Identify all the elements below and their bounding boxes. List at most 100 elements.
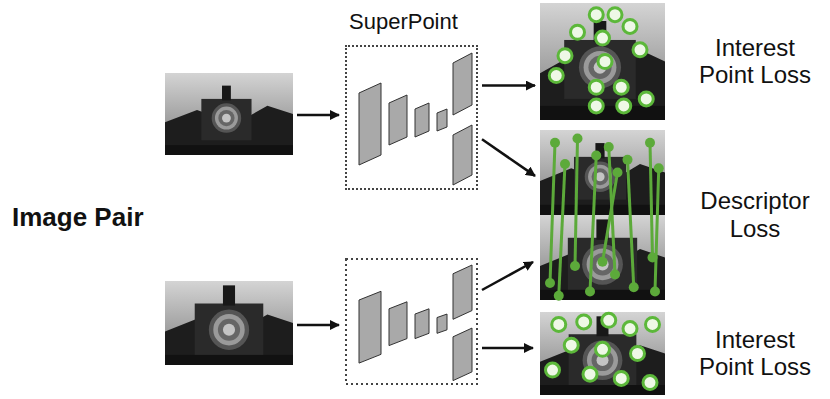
train-body (564, 40, 636, 99)
train-boiler (218, 319, 240, 341)
match-dot (570, 261, 580, 271)
keypoint-dot (596, 31, 610, 45)
train-boiler (584, 51, 617, 84)
match-line (550, 143, 555, 283)
connector-group (482, 86, 535, 176)
network-layer (453, 265, 472, 319)
train-photo (540, 312, 665, 395)
match-dot (591, 151, 601, 161)
keypoint-dot (614, 371, 628, 385)
network-layer (359, 83, 381, 165)
network-layer (415, 103, 429, 137)
keypoint-dot (589, 80, 603, 94)
keypoint-dot (602, 313, 616, 327)
match-line (575, 139, 578, 267)
train-stack (223, 285, 235, 305)
match-dot (560, 159, 570, 169)
match-lines (545, 134, 664, 301)
arrow-line (482, 347, 533, 350)
keypoint-dot (558, 49, 572, 63)
network-layer (437, 109, 447, 131)
match-dot (550, 138, 560, 148)
network-layer (453, 53, 472, 115)
train-boiler (215, 107, 238, 130)
keypoint-dot (571, 25, 585, 39)
train-stack (222, 86, 231, 101)
match-dot (573, 134, 583, 144)
train-body (568, 238, 637, 295)
keypoint-dot (546, 363, 560, 377)
photo-sky (165, 73, 293, 155)
network-layer (389, 95, 407, 145)
network-title: SuperPoint (349, 9, 458, 34)
keypoint-dot (596, 342, 610, 356)
group-label: Image Pair (12, 202, 144, 233)
match-line (603, 173, 618, 262)
keypoint-dot (633, 43, 647, 57)
network-layer (437, 314, 447, 333)
network-box (346, 259, 477, 384)
network-layer (389, 302, 407, 346)
train-boiler (582, 244, 623, 285)
keypoint-dot (608, 8, 622, 22)
train-boiler (213, 314, 244, 345)
arrow-line (482, 262, 533, 290)
network-layer (453, 125, 472, 185)
match-dot (545, 278, 555, 288)
network-layer (359, 291, 381, 363)
match-dot (598, 257, 608, 267)
train-photo (165, 73, 293, 155)
match-dot (623, 155, 633, 165)
photo-sky (165, 281, 293, 365)
keypoint-dot (639, 92, 653, 106)
match-line (590, 156, 596, 292)
match-dot (654, 163, 664, 173)
keypoint-dot (552, 317, 566, 331)
keypoint-dot (589, 99, 603, 113)
match-dot (610, 270, 620, 280)
photo-ground (165, 145, 293, 155)
train-boiler (222, 114, 231, 123)
network-box: SuperPoint (345, 45, 478, 190)
match-dot (650, 287, 660, 297)
arrow-line (297, 114, 339, 117)
train-body (201, 99, 251, 140)
connector-arrow (482, 139, 535, 176)
keypoint-dot (564, 338, 578, 352)
keypoint-dot (646, 317, 660, 331)
match-dot (604, 142, 614, 152)
train-boiler (218, 110, 234, 126)
train-boiler (212, 103, 242, 133)
keypoint-dot (631, 347, 645, 361)
match-line (650, 143, 653, 258)
illustration-group (165, 3, 665, 395)
output-image: Descriptor Loss (540, 130, 665, 300)
keypoint-dot (583, 367, 597, 381)
keypoint-dot (598, 55, 612, 69)
train-boiler (209, 310, 249, 350)
keypoint-dot (623, 19, 637, 33)
train-photo (540, 130, 665, 215)
photo-ground (540, 205, 665, 215)
arrow-line (297, 324, 339, 327)
train-photo (540, 3, 665, 120)
match-dot (645, 138, 655, 148)
photo-sky (540, 3, 665, 120)
photo-ground (165, 355, 293, 365)
network-layer (415, 309, 429, 339)
train-boiler (223, 324, 235, 336)
train-body (574, 157, 626, 200)
keypoint-dot (614, 80, 628, 94)
match-dot (585, 287, 595, 297)
keypoint-dot (549, 69, 563, 83)
match-line (628, 160, 634, 288)
loss-label: Descriptor Loss (688, 187, 822, 242)
keypoint-dot (643, 376, 657, 390)
loss-label: Interest Point Loss (688, 326, 822, 381)
match-dot (613, 168, 623, 178)
match-dot (629, 282, 639, 292)
train-body (195, 304, 264, 360)
connector-arrow (482, 84, 535, 87)
output-image: Interest Point Loss (540, 312, 665, 395)
photo-ground (540, 290, 665, 300)
